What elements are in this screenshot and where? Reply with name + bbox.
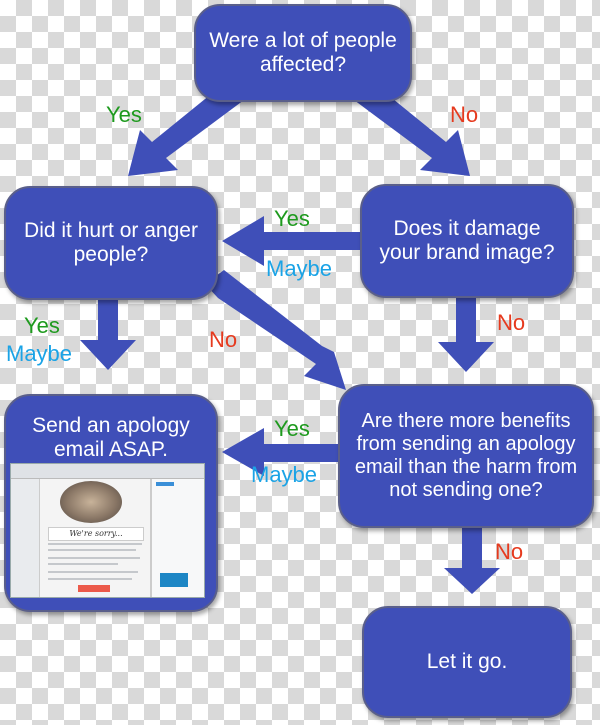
- label-hurt-maybe: Maybe: [6, 341, 73, 366]
- label-hurt-yes: Yes: [24, 313, 60, 338]
- label-start-no: No: [450, 102, 479, 127]
- label-hurt-no: No: [209, 327, 238, 352]
- email-cta-button: [78, 585, 110, 592]
- label-brand-maybe: Maybe: [266, 256, 333, 281]
- arrow-brand-to-benefits: [438, 298, 494, 372]
- arrow-hurt-to-send: [80, 290, 136, 370]
- arrow-hurt-to-benefits: [205, 270, 346, 390]
- hands-photo: [60, 481, 122, 523]
- node-letgo: Let it go.: [362, 606, 572, 718]
- node-benefits: Are there more benefits from sending an …: [338, 384, 594, 528]
- node-send-text: Send an apology email ASAP.: [32, 414, 190, 461]
- node-start-text: Were a lot of people affected?: [209, 29, 397, 76]
- label-benefits-no: No: [495, 539, 524, 564]
- editor-toolbar: [11, 464, 204, 479]
- node-brand-text: Does it damage your brand image?: [379, 217, 555, 264]
- node-letgo-text: Let it go.: [426, 650, 508, 673]
- node-benefits-text: Are there more benefits from sending an …: [354, 410, 578, 501]
- label-benefits-yes: Yes: [274, 416, 310, 441]
- node-hurt: Did it hurt or anger people?: [4, 186, 218, 300]
- arrow-brand-to-hurt: [222, 216, 364, 266]
- node-brand: Does it damage your brand image?: [360, 184, 574, 298]
- editor-side-panel: [151, 479, 204, 597]
- arrow-benefits-to-send: [222, 428, 340, 476]
- label-brand-yes: Yes: [274, 206, 310, 231]
- arrow-benefits-to-letgo: [444, 528, 500, 594]
- arrow-start-to-hurt: [128, 82, 244, 176]
- node-hurt-text: Did it hurt or anger people?: [24, 219, 198, 266]
- label-start-yes: Yes: [106, 102, 142, 127]
- embedded-email-editor-screenshot: We're sorry...: [10, 463, 205, 598]
- color-swatch: [160, 573, 188, 587]
- arrow-start-to-brand: [354, 82, 470, 176]
- email-heading: We're sorry...: [48, 527, 144, 541]
- node-start: Were a lot of people affected?: [194, 4, 412, 102]
- editor-canvas: We're sorry...: [39, 479, 151, 597]
- label-brand-no: No: [497, 310, 526, 335]
- label-benefits-maybe: Maybe: [251, 462, 318, 487]
